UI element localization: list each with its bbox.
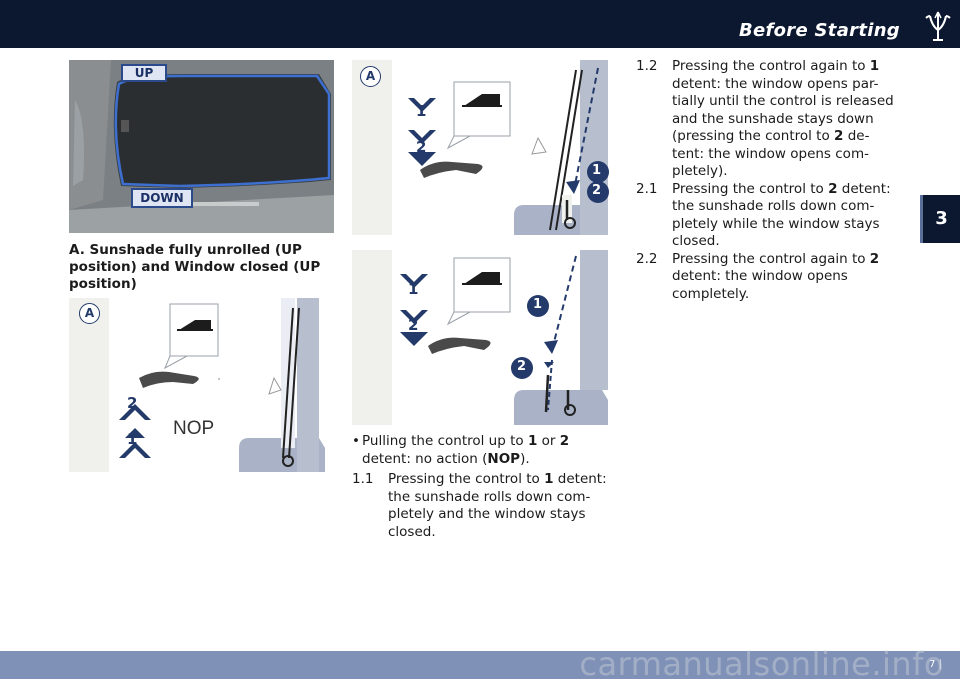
badge-2: 2 [592, 183, 602, 198]
arrow-label-1: 1 [127, 430, 138, 448]
down-label: DOWN [131, 188, 193, 208]
panel-right-bottom: 1 2 1 2 [352, 250, 617, 425]
arrow-label-1-right: 1 [416, 102, 427, 120]
figure-a-marker: A [79, 303, 100, 324]
watermark: carmanualsonline.info [579, 645, 944, 683]
page-header: Before Starting [0, 0, 960, 48]
nop-label: NOP [173, 418, 215, 439]
bullet-nop: •Pulling the control up to 1 or 2 detent… [352, 433, 570, 467]
arrow-label-2-bottom: 2 [408, 316, 419, 334]
bullet-dot: • [352, 433, 360, 449]
trident-logo-icon [925, 11, 951, 41]
arrow-label-2: 2 [127, 394, 138, 412]
badge-2-bottom: 2 [517, 359, 527, 374]
badge-1: 1 [592, 163, 602, 178]
rear-door-illustration [69, 60, 334, 233]
page-number: 7 | [929, 659, 942, 670]
control-diagram-left [109, 298, 326, 472]
page-footer: 7 | [0, 651, 960, 679]
up-label: UP [121, 64, 167, 82]
sunshade-photo: UP DOWN [69, 60, 334, 233]
control-diagram-right-top [392, 60, 617, 235]
figure-a-marker-right: A [360, 66, 381, 87]
arrow-label-1-bottom: 1 [408, 280, 419, 298]
section-title: Before Starting [738, 20, 900, 41]
panel-left: A 2 1 NOP [69, 298, 326, 472]
control-diagram-right-bottom [392, 250, 617, 425]
chapter-tab[interactable]: 3 [920, 195, 960, 243]
figure-caption: A. Sunshade fully unrolled (UP position)… [69, 242, 321, 292]
arrow-label-2-right: 2 [416, 138, 427, 156]
badge-1-bottom: 1 [533, 297, 543, 312]
panel-right-top: A 1 2 1 2 [352, 60, 617, 235]
